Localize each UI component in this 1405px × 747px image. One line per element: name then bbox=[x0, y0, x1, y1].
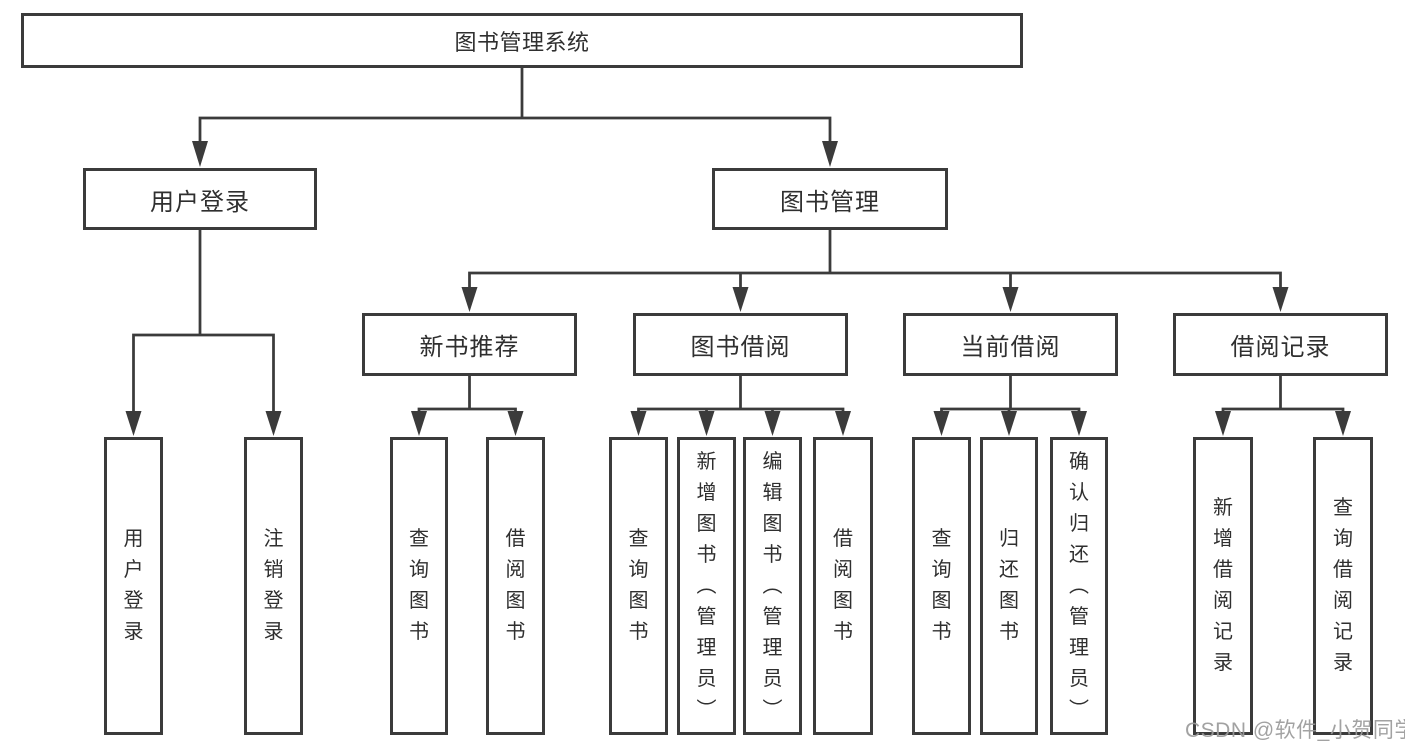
node-user-login: 用户登录 bbox=[83, 168, 317, 230]
edge-root-to-level2 bbox=[198, 68, 832, 143]
leaf-add-borrow-record: 新 增 借 阅 记 录 bbox=[1193, 437, 1253, 735]
leaf-edit-books-admin: 编 辑 图 书 ︵ 管 理 员 ︶ bbox=[743, 437, 802, 735]
edge-current-to-leaves bbox=[940, 376, 1081, 413]
node-borrow-records: 借阅记录 bbox=[1173, 313, 1388, 376]
edge-records-to-leaves bbox=[1221, 376, 1345, 413]
leaf-add-books-admin: 新 增 图 书 ︵ 管 理 员 ︶ bbox=[677, 437, 736, 735]
edge-login-to-leaves bbox=[132, 230, 275, 413]
leaf-query-books-borrow: 查 询 图 书 bbox=[609, 437, 668, 735]
edge-borrow-to-leaves bbox=[637, 376, 845, 413]
leaf-borrow-books-recommend: 借 阅 图 书 bbox=[486, 437, 545, 735]
leaf-user-login: 用 户 登 录 bbox=[104, 437, 163, 735]
leaf-query-books-recommend: 查 询 图 书 bbox=[390, 437, 448, 735]
node-new-book-recommend: 新书推荐 bbox=[362, 313, 577, 376]
leaf-borrow-books: 借 阅 图 书 bbox=[813, 437, 873, 735]
arrowheads bbox=[125, 141, 1351, 436]
leaf-return-books: 归 还 图 书 bbox=[980, 437, 1038, 735]
node-book-management: 图书管理 bbox=[712, 168, 948, 230]
node-book-borrow: 图书借阅 bbox=[633, 313, 848, 376]
leaf-logout: 注 销 登 录 bbox=[244, 437, 303, 735]
leaf-confirm-return-admin: 确 认 归 还 ︵ 管 理 员 ︶ bbox=[1050, 437, 1108, 735]
node-current-borrow: 当前借阅 bbox=[903, 313, 1118, 376]
edge-newbook-to-leaves bbox=[417, 376, 517, 413]
leaf-query-borrow-record: 查 询 借 阅 记 录 bbox=[1313, 437, 1373, 735]
csdn-watermark: CSDN @软件_小贺同学 bbox=[1185, 719, 1405, 742]
edge-mgmt-to-level3 bbox=[468, 230, 1282, 289]
node-root-system: 图书管理系统 bbox=[21, 13, 1023, 68]
leaf-query-books-current: 查 询 图 书 bbox=[912, 437, 971, 735]
